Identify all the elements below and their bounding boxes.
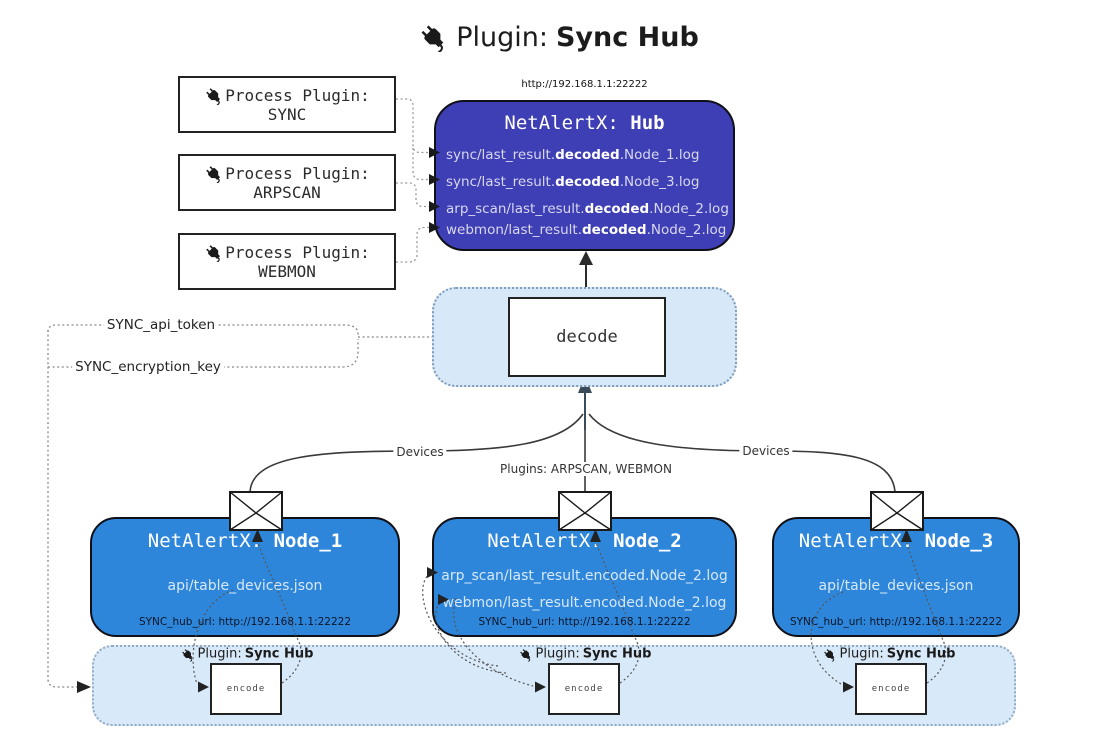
process-plugin-name: ARPSCAN [253, 182, 321, 202]
devices-right-label: Devices [739, 444, 793, 458]
node-1-box: NetAlertX: Node_1 api/table_devices.json… [90, 517, 400, 637]
node-2-box: NetAlertX: Node_2 arp_scan/last_result.e… [432, 517, 737, 637]
process-plugin-label: Process Plugin: [225, 163, 370, 183]
node-hub-url: SYNC_hub_url: http://192.168.1.1:22222 [138, 616, 352, 628]
plug-icon [823, 647, 837, 661]
node-title: NetAlertX: Node_3 [798, 530, 994, 552]
node-files: api/table_devices.json [167, 578, 323, 594]
node-hub-url: SYNC_hub_url: http://192.168.1.1:22222 [478, 616, 691, 628]
devices-left-label: Devices [393, 445, 447, 459]
process-plugin-name: WEBMON [258, 261, 316, 281]
page-title-name: Sync Hub [555, 21, 699, 53]
encode-box-2: encode [548, 663, 620, 715]
process-plugin-arpscan: Process Plugin: ARPSCAN [178, 154, 396, 211]
hub-box: NetAlertX: Hub sync/last_result.decoded.… [434, 100, 735, 251]
plug-icon [418, 22, 448, 52]
encoder-plugin-label: Plugin: Sync Hub [181, 647, 313, 662]
sync-encryption-key-label: SYNC_encryption_key [72, 359, 224, 375]
encoder-plugin-label: Plugin: Sync Hub [823, 647, 955, 662]
encoder-plugin-label: Plugin: Sync Hub [519, 647, 651, 662]
process-plugin-label: Process Plugin: [225, 242, 370, 262]
plug-icon [519, 647, 533, 661]
hub-log-line: webmon/last_result.decoded.Node_2.log [446, 222, 727, 238]
hub-log-line: sync/last_result.decoded.Node_3.log [446, 174, 700, 190]
decode-label: decode [556, 327, 618, 347]
plugins-middle-label: Plugins: ARPSCAN, WEBMON [497, 462, 675, 476]
encode-box-1: encode [210, 663, 282, 715]
page-title: Plugin: Sync Hub [0, 16, 1117, 58]
page-title-prefix: Plugin: [456, 21, 548, 53]
plug-icon [204, 86, 223, 105]
process-plugin-name: SYNC [267, 104, 307, 124]
hub-url: http://192.168.1.1:22222 [521, 79, 648, 90]
arrowhead-into-band [77, 681, 91, 693]
process-plugin-sync: Process Plugin: SYNC [178, 76, 396, 133]
node-title: NetAlertX: Node_1 [147, 530, 343, 552]
hub-log-line: sync/last_result.decoded.Node_1.log [446, 147, 700, 163]
hub-log-line: arp_scan/last_result.decoded.Node_2.log [446, 201, 729, 217]
node-title: NetAlertX: Node_2 [487, 530, 682, 552]
node-files: api/table_devices.json [818, 578, 974, 594]
sync-api-token-label: SYNC_api_token [103, 317, 219, 333]
node-3-box: NetAlertX: Node_3 api/table_devices.json… [772, 517, 1020, 637]
plug-icon [204, 243, 223, 262]
node-hub-url: SYNC_hub_url: http://192.168.1.1:22222 [789, 616, 1003, 628]
node-to-decode-curves [249, 413, 896, 493]
process-plugin-connectors [396, 98, 429, 263]
process-plugin-webmon: Process Plugin: WEBMON [178, 233, 396, 290]
plug-icon [204, 164, 223, 183]
decode-box: decode [508, 297, 666, 377]
node-files: arp_scan/last_result.encoded.Node_2.log … [441, 568, 728, 611]
arrowhead-into-hub [579, 251, 593, 265]
hub-title: NetAlertX: Hub [504, 112, 665, 134]
encode-box-3: encode [855, 663, 927, 715]
plug-icon [181, 647, 195, 661]
process-plugin-label: Process Plugin: [225, 85, 370, 105]
